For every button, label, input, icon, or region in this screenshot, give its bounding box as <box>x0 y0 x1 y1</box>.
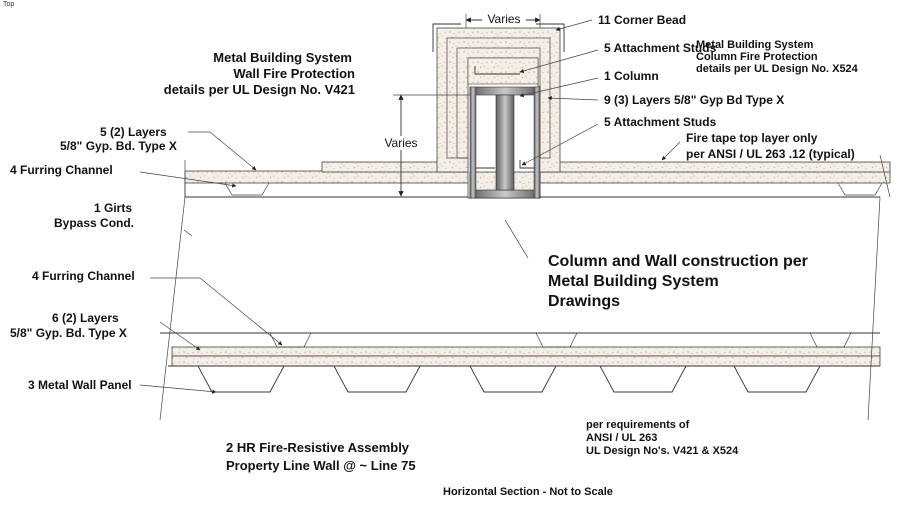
label-fire-tape-2: per ANSI / UL 263 .12 (typical) <box>686 147 855 161</box>
label-layers-5-line2: 5/8" Gyp. Bd. Type X <box>60 139 177 153</box>
label-attachment-studs-top: 5 Attachment Studs <box>604 41 717 55</box>
label-furring-channel-bottom: 4 Furring Channel <box>32 269 135 283</box>
label-gyp-layers-9: 9 (3) Layers 5/8" Gyp Bd Type X <box>604 93 784 107</box>
dimension-varies-left <box>380 94 470 197</box>
dimension-varies-top <box>465 12 541 28</box>
label-requirements-1: per requirements of <box>586 419 690 431</box>
break-lines <box>159 154 891 421</box>
label-section-note: Horizontal Section - Not to Scale <box>443 486 613 498</box>
varies-left-label: Varies <box>384 136 417 150</box>
label-mbs-column-3: details per UL Design No. X524 <box>696 63 859 75</box>
label-corner-bead: 11 Corner Bead <box>598 13 686 27</box>
label-mbs-wall-2: Wall Fire Protection <box>233 66 355 81</box>
leader-lines <box>139 19 681 394</box>
label-layers-6-line1: 6 (2) Layers <box>52 311 119 325</box>
label-construction-1: Column and Wall construction per <box>548 253 808 270</box>
label-requirements-2: ANSI / UL 263 <box>586 432 657 444</box>
varies-top-label: Varies <box>487 12 520 26</box>
label-girts-1: 1 Girts <box>94 201 132 215</box>
label-mbs-wall-3: details per UL Design No. V421 <box>164 82 355 97</box>
label-assembly-2: Property Line Wall @ ~ Line 75 <box>226 458 416 473</box>
label-attachment-studs-bottom: 5 Attachment Studs <box>604 115 717 129</box>
label-layers-6-line2: 5/8" Gyp. Bd. Type X <box>10 326 127 340</box>
label-girts-2: Bypass Cond. <box>54 216 134 230</box>
view-label: Top <box>3 1 14 8</box>
label-column: 1 Column <box>604 69 659 83</box>
label-requirements-3: UL Design No's. V421 & X524 <box>586 445 739 457</box>
lower-furring-channels <box>269 332 852 348</box>
lower-wall <box>160 332 881 367</box>
label-mbs-column-2: Column Fire Protection <box>696 51 818 63</box>
label-furring-channel-top: 4 Furring Channel <box>10 163 113 177</box>
label-fire-tape-1: Fire tape top layer only <box>686 131 818 145</box>
label-mbs-column-1: Metal Building System <box>696 39 814 51</box>
label-construction-2: Metal Building System <box>548 273 719 290</box>
label-mbs-wall-1: Metal Building System <box>213 50 352 65</box>
upper-furring-channels <box>224 182 883 196</box>
metal-wall-panel <box>168 365 880 393</box>
steel-column <box>469 86 541 199</box>
label-assembly-1: 2 HR Fire-Resistive Assembly <box>226 440 410 455</box>
label-metal-wall-panel: 3 Metal Wall Panel <box>28 378 132 392</box>
label-layers-5-line1: 5 (2) Layers <box>100 125 167 139</box>
label-construction-3: Drawings <box>548 293 620 310</box>
